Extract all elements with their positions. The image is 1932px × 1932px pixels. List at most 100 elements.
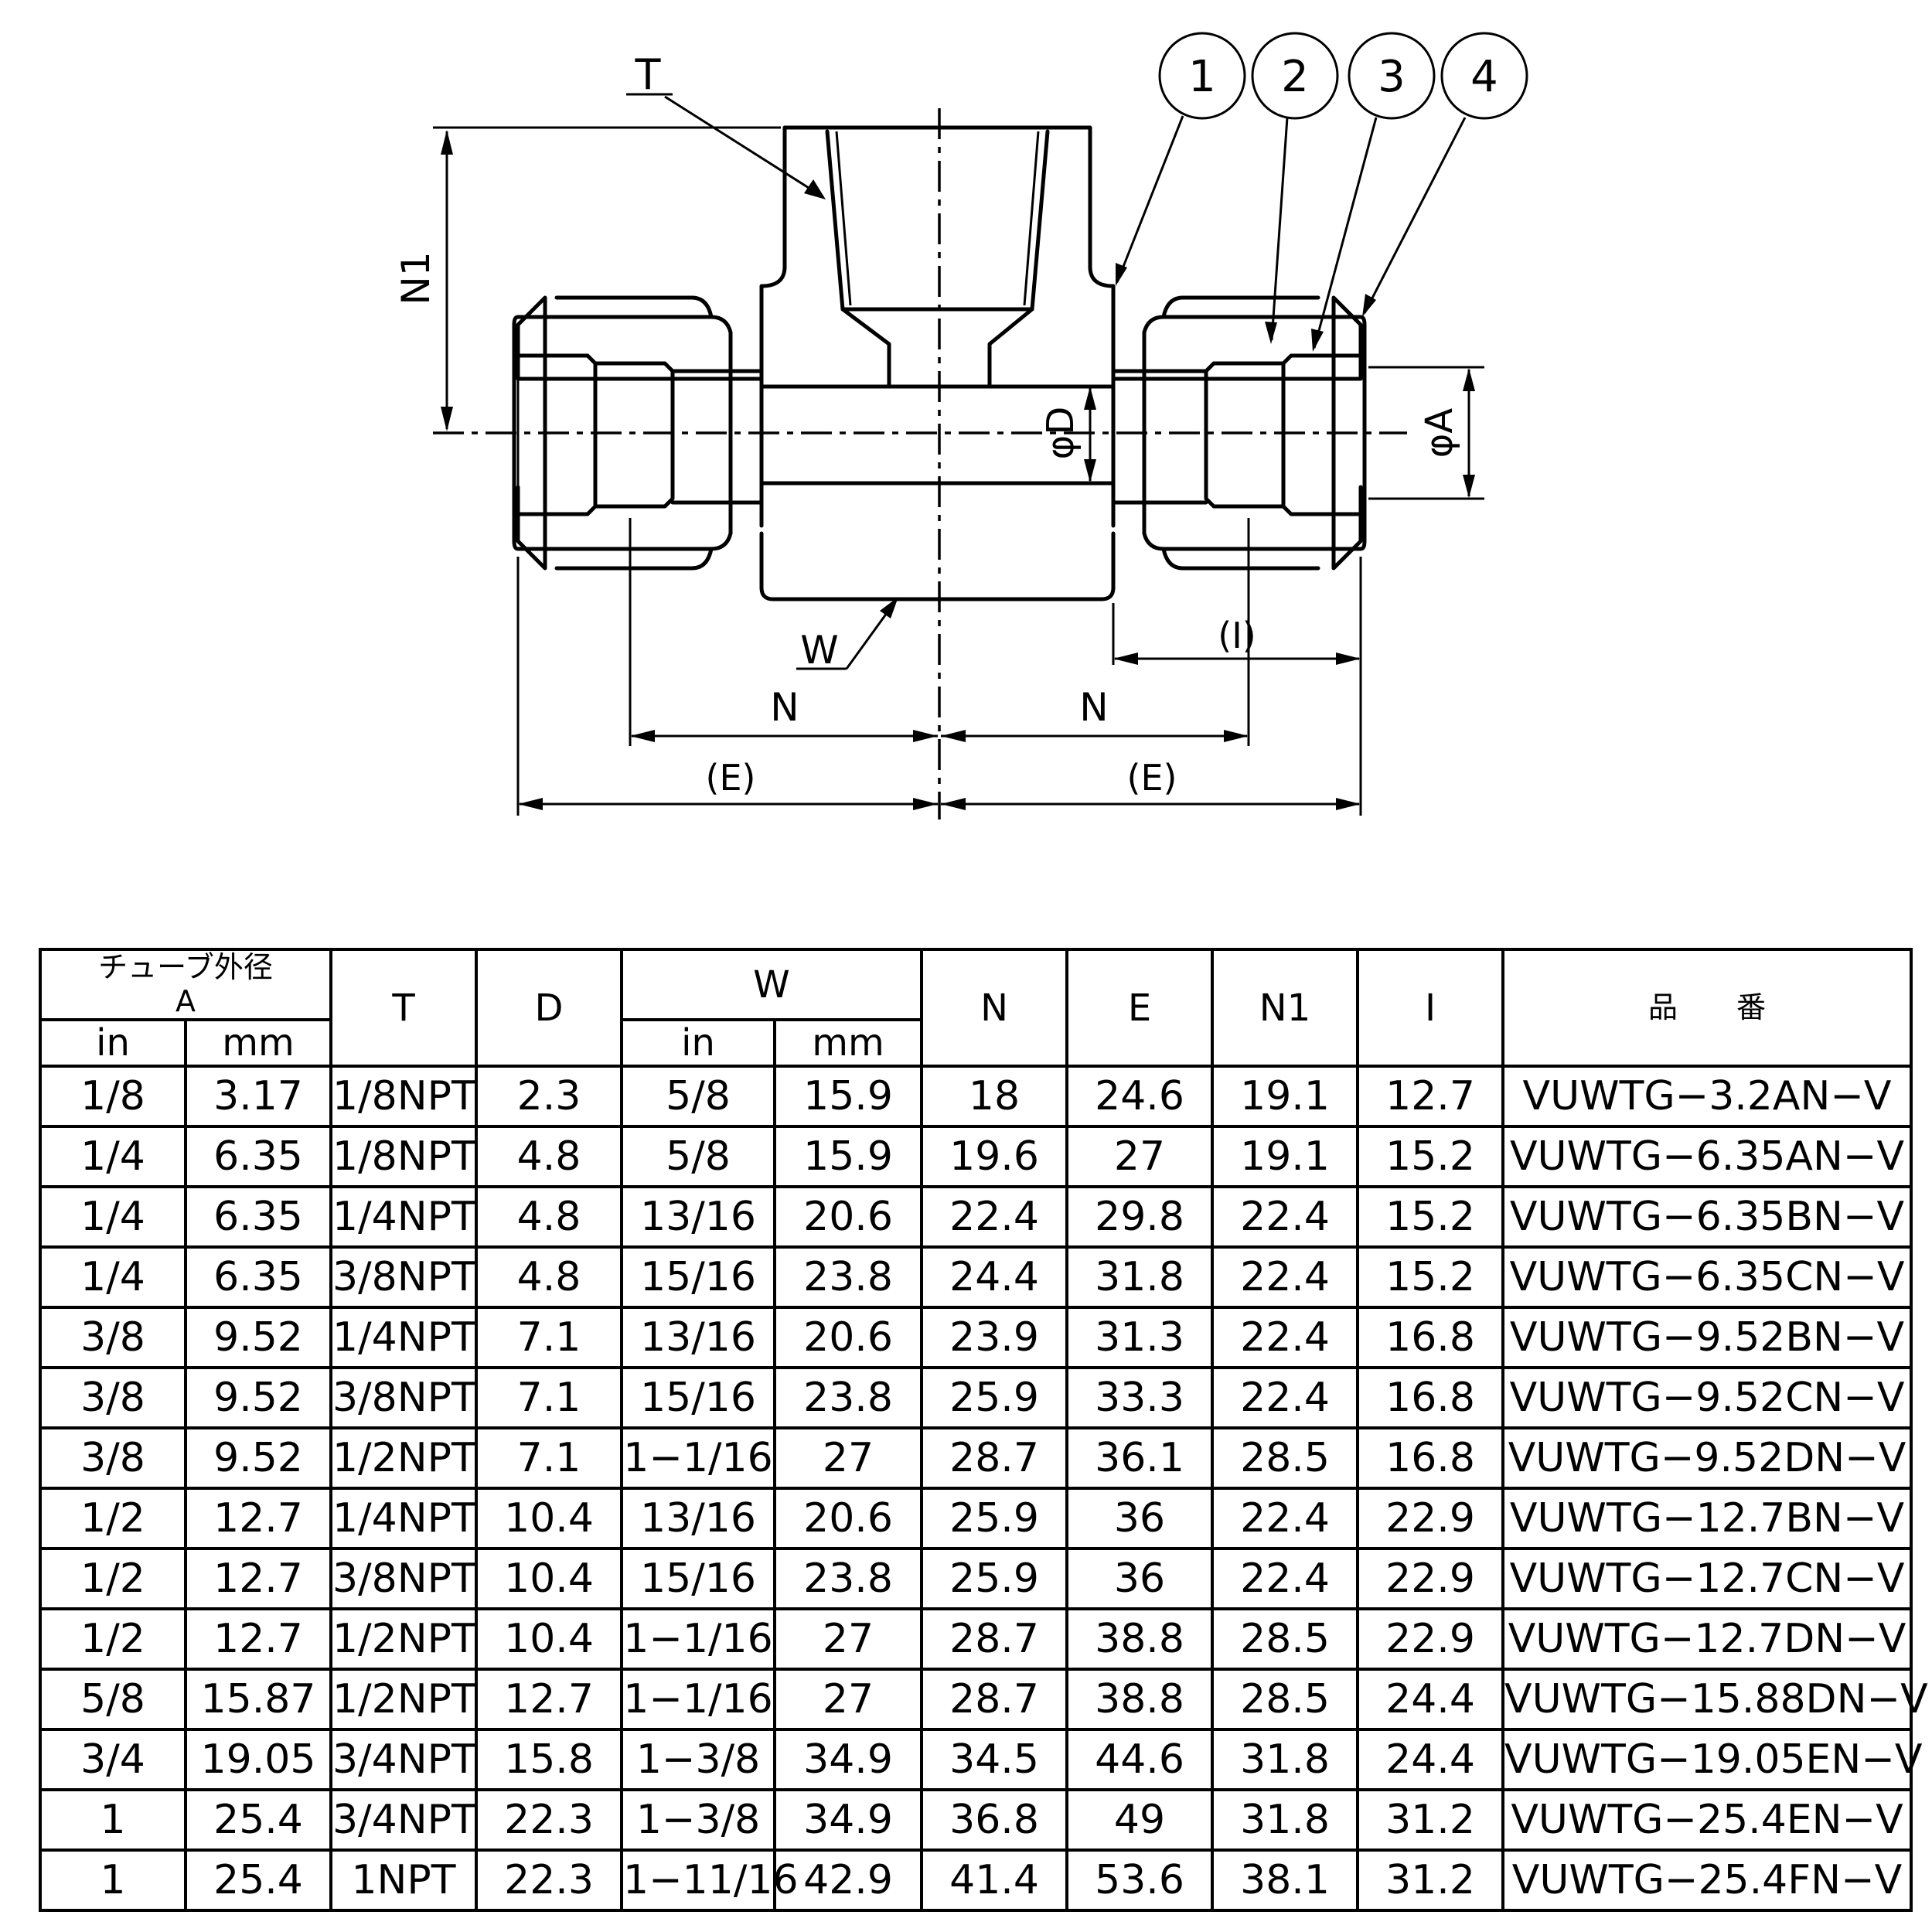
cell-e: 44.6 <box>1065 1728 1215 1792</box>
cell-part-no: VUWTG−9.52DN−V <box>1501 1426 1913 1491</box>
label-n1: N1 <box>394 251 438 305</box>
cell-part-no: VUWTG−6.35BN−V <box>1501 1185 1913 1249</box>
cell-a-in: 1/4 <box>39 1245 187 1310</box>
cell-a-in: 1 <box>39 1788 187 1852</box>
leader-3 <box>1313 117 1378 349</box>
cell-i: 16.8 <box>1356 1306 1505 1370</box>
cell-d: 4.8 <box>475 1245 624 1310</box>
label-i: (I) <box>1218 615 1256 656</box>
cell-w-mm: 27 <box>773 1426 924 1491</box>
cell-n1: 38.1 <box>1211 1849 1360 1913</box>
label-t: T <box>635 50 662 99</box>
cell-a-mm: 25.4 <box>183 1788 333 1852</box>
cell-d: 4.8 <box>475 1185 624 1249</box>
balloon-3: 3 <box>1348 32 1436 120</box>
cell-i: 12.7 <box>1356 1065 1505 1129</box>
leader-1-arrow <box>1116 263 1127 286</box>
cell-e: 33.3 <box>1065 1366 1215 1430</box>
cell-a-mm: 6.35 <box>183 1185 333 1249</box>
label-e-left: (E) <box>706 757 756 799</box>
cell-w-in: 13/16 <box>620 1185 777 1249</box>
cell-n: 25.9 <box>920 1487 1069 1551</box>
cell-w-mm: 42.9 <box>773 1849 924 1913</box>
cell-w-mm: 27 <box>773 1607 924 1671</box>
leader-t-arrow <box>804 179 826 199</box>
e-right-arrow-right <box>1336 798 1361 810</box>
cell-w-in: 5/8 <box>620 1065 777 1129</box>
cell-w-mm: 34.9 <box>773 1728 924 1792</box>
cell-a-in: 1/4 <box>39 1125 187 1189</box>
header-w-in: in <box>620 1018 777 1068</box>
cell-e: 36.1 <box>1065 1426 1215 1491</box>
header-t: T <box>329 947 479 1068</box>
cell-d: 4.8 <box>475 1125 624 1189</box>
cell-n1: 22.4 <box>1211 1487 1360 1551</box>
cell-w-mm: 23.8 <box>773 1547 924 1611</box>
cell-a-in: 3/8 <box>39 1306 187 1370</box>
cell-a-mm: 9.52 <box>183 1426 333 1491</box>
cell-w-mm: 20.6 <box>773 1185 924 1249</box>
cell-d: 15.8 <box>475 1728 624 1792</box>
cell-a-in: 1/4 <box>39 1185 187 1249</box>
cell-w-mm: 20.6 <box>773 1306 924 1370</box>
leader-2 <box>1270 117 1289 341</box>
label-w: W <box>800 628 838 673</box>
cell-i: 15.2 <box>1356 1245 1505 1310</box>
e-right-arrow-left <box>941 798 966 810</box>
cell-t: 1/4NPT <box>329 1185 479 1249</box>
cell-a-in: 3/8 <box>39 1426 187 1491</box>
cell-part-no: VUWTG−6.35CN−V <box>1501 1245 1913 1310</box>
cell-t: 3/4NPT <box>329 1788 479 1852</box>
cell-w-in: 5/8 <box>620 1125 777 1189</box>
cell-i: 15.2 <box>1356 1185 1505 1249</box>
header-w: W <box>620 947 924 1022</box>
right-nut-hex <box>1161 295 1320 571</box>
label-phi-d: φD <box>1039 407 1082 460</box>
cell-part-no: VUWTG−6.35AN−V <box>1501 1125 1913 1189</box>
svg-text:4: 4 <box>1470 52 1498 102</box>
cell-a-in: 1/8 <box>39 1065 187 1129</box>
cell-n1: 22.4 <box>1211 1547 1360 1611</box>
header-n1: N1 <box>1211 947 1360 1068</box>
cell-part-no: VUWTG−12.7CN−V <box>1501 1547 1913 1611</box>
cell-w-mm: 15.9 <box>773 1065 924 1129</box>
tee-fitting-drawing: T N1 φD φA W (I) N N (E) (E) <box>394 32 1528 819</box>
cell-n: 23.9 <box>920 1306 1069 1370</box>
cell-n: 28.7 <box>920 1426 1069 1491</box>
cell-a-mm: 3.17 <box>183 1065 333 1129</box>
n-left-arrow-right <box>913 730 938 742</box>
header-d: D <box>475 947 624 1068</box>
cell-a-mm: 19.05 <box>183 1728 333 1792</box>
cell-w-in: 15/16 <box>620 1547 777 1611</box>
cell-a-in: 1/2 <box>39 1547 187 1611</box>
cell-n1: 28.5 <box>1211 1668 1360 1732</box>
cell-a-mm: 6.35 <box>183 1245 333 1310</box>
cell-t: 1/4NPT <box>329 1306 479 1370</box>
right-ferrules <box>1111 353 1363 516</box>
cell-n1: 22.4 <box>1211 1366 1360 1430</box>
cell-w-mm: 23.8 <box>773 1366 924 1430</box>
leader-w-arrow <box>880 597 898 618</box>
n1-arrow-bottom <box>441 407 453 431</box>
cell-d: 10.4 <box>475 1607 624 1671</box>
cell-d: 7.1 <box>475 1426 624 1491</box>
label-n-right: N <box>1079 685 1108 730</box>
cell-i: 16.8 <box>1356 1366 1505 1430</box>
cell-part-no: VUWTG−25.4EN−V <box>1501 1788 1913 1852</box>
cell-i: 22.9 <box>1356 1607 1505 1671</box>
cell-a-mm: 9.52 <box>183 1366 333 1430</box>
cell-n1: 31.8 <box>1211 1788 1360 1852</box>
cell-i: 22.9 <box>1356 1487 1505 1551</box>
branch-thread <box>825 129 1050 389</box>
cell-n1: 22.4 <box>1211 1306 1360 1370</box>
cell-d: 22.3 <box>475 1849 624 1913</box>
header-i: I <box>1356 947 1505 1068</box>
cell-n1: 22.4 <box>1211 1185 1360 1249</box>
cell-n: 22.4 <box>920 1185 1069 1249</box>
